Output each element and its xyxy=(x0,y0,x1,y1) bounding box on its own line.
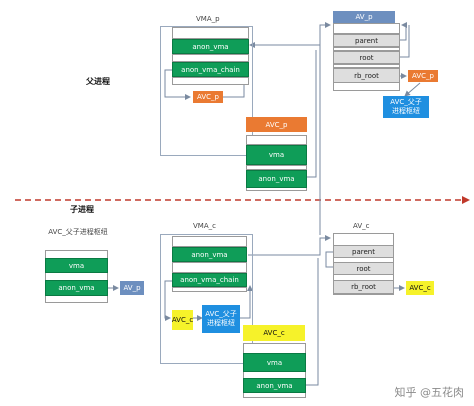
avc-group-left-anon-vma: anon_vma xyxy=(45,280,108,296)
av-p-gap-1 xyxy=(333,47,400,51)
av-c-root: root xyxy=(333,262,394,275)
avc-c-anon-vma: anon_vma xyxy=(243,378,306,393)
av-p-parent: parent xyxy=(333,34,400,47)
av-p-top-field xyxy=(333,23,400,34)
av-p-root: root xyxy=(333,51,400,64)
av-c-rb-root: rb_root xyxy=(333,280,394,294)
avc-c-small: AVC_c xyxy=(172,310,193,330)
avc-c-yellow-label: AVC_c xyxy=(243,325,305,341)
vma-p-frame xyxy=(160,26,253,156)
av-c-title: AV_c xyxy=(353,222,370,230)
avc-c-vma: vma xyxy=(243,353,306,372)
av-p-title: AV_p xyxy=(333,11,395,23)
watermark: 知乎 @五花肉 xyxy=(394,386,465,399)
vma-c-mid-field xyxy=(172,262,247,273)
parent-process-label: 父进程 xyxy=(86,77,110,86)
vma-p-mid-field xyxy=(172,54,249,62)
vma-c-top-field xyxy=(172,236,247,247)
vma-c-frame xyxy=(160,234,253,364)
avc-group-mid: AVC_父子 进程枢纽 xyxy=(202,305,240,333)
vma-c-anon-vma-chain: anon_vma_chain xyxy=(172,273,247,287)
child-process-label: 子进程 xyxy=(70,205,94,214)
vma-c-bottom-field xyxy=(172,287,247,292)
av-p-gap-2 xyxy=(333,64,400,68)
avc-p-vma: vma xyxy=(246,145,307,165)
av-p-blue: AV_p xyxy=(120,281,144,295)
avc-group-left-vma: vma xyxy=(45,258,108,273)
vma-p-top-field xyxy=(172,27,249,39)
vma-c-anon-vma: anon_vma xyxy=(172,247,247,262)
avc-p-box-top xyxy=(246,135,307,145)
avc-p-small: AVC_p xyxy=(193,91,223,103)
vma-p-bottom-field xyxy=(172,77,249,85)
avc-p-group: AVC_父子 进程枢纽 xyxy=(383,96,429,118)
avc-c-right: AVC_c xyxy=(406,281,434,295)
vma-c-title: VMA_c xyxy=(193,222,216,230)
vma-p-anon-vma-chain: anon_vma_chain xyxy=(172,62,249,77)
avc-group-left-title: AVC_父子进程枢纽 xyxy=(48,228,108,236)
av-c-parent: parent xyxy=(333,245,394,258)
avc-p-orange-label: AVC_p xyxy=(246,117,307,132)
avc-p-right: AVC_p xyxy=(408,70,438,82)
av-p-rb-root: rb_root xyxy=(333,68,400,83)
avc-p-box-gap xyxy=(246,165,307,170)
vma-p-anon-vma: anon_vma xyxy=(172,39,249,54)
vma-p-title: VMA_p xyxy=(196,15,220,23)
avc-p-anon-vma: anon_vma xyxy=(246,170,307,188)
